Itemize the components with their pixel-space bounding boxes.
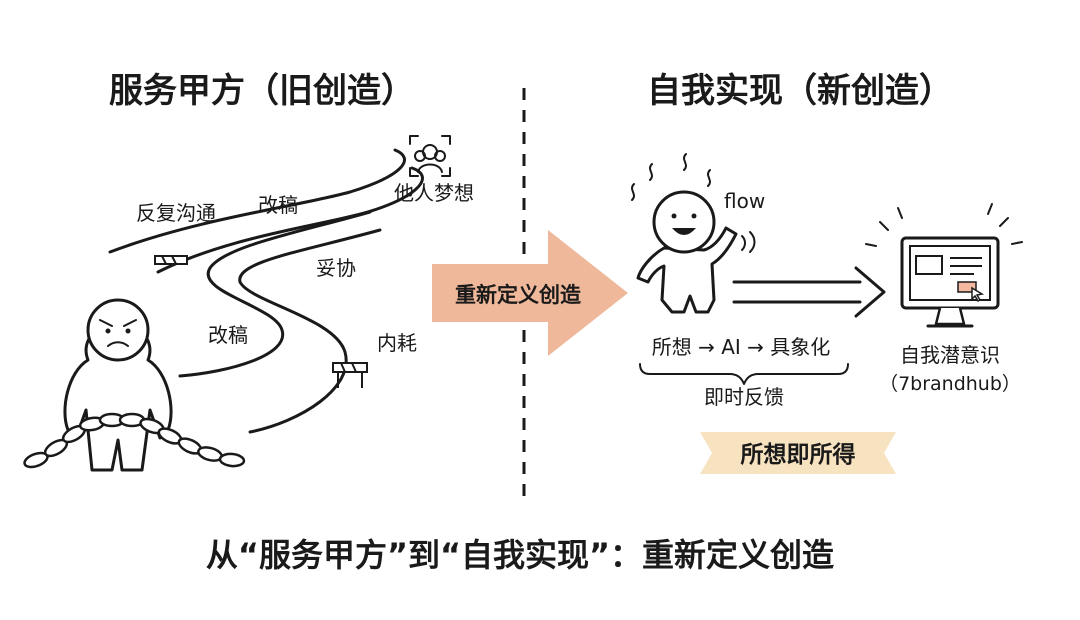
road-edge-1: [108, 148, 406, 254]
winding-road: [108, 148, 424, 434]
label-compromise: 妥协: [316, 256, 356, 280]
road-edge-3: [178, 210, 372, 378]
process-text: 所想 → AI → 具象化: [652, 335, 831, 359]
feedback-brace: [639, 363, 849, 385]
monitor-glow-lines: [865, 203, 1023, 247]
left-title: 服务甲方（旧创造）: [109, 71, 415, 111]
label-repeat-communication: 反复沟通: [136, 201, 216, 225]
angry-head: [86, 298, 150, 362]
target-sub: （7brandhub）: [879, 373, 1021, 395]
barrier-2: [332, 362, 368, 388]
banner-text: 所想即所得: [741, 441, 856, 468]
arrow-label: 重新定义创造: [455, 283, 582, 307]
to-monitor-arrow: [732, 266, 886, 318]
wish-banner: 所想即所得: [700, 432, 896, 474]
label-revision-1: 改稿: [258, 193, 298, 217]
label-revision-2: 改稿: [208, 323, 248, 347]
redefine-arrow: 重新定义创造: [432, 230, 628, 356]
monitor-icon: [865, 203, 1023, 328]
label-others-dream: 他人梦想: [394, 181, 474, 205]
arrow-shape: [432, 230, 628, 356]
motion-lines: [631, 153, 711, 201]
chain-icon: [23, 412, 246, 469]
target-title: 自我潜意识: [900, 343, 1000, 367]
flow-label: flow: [724, 189, 765, 213]
sound-lines: [741, 231, 756, 253]
label-internal-friction: 内耗: [377, 331, 417, 355]
banner-shape: [700, 432, 896, 474]
right-title: 自我实现（新创造）: [647, 71, 953, 111]
happy-head: [652, 190, 716, 254]
happy-figure: [631, 153, 756, 314]
road-edge-4: [238, 228, 382, 434]
cursor-icon: [971, 286, 985, 302]
feedback-text: 即时反馈: [704, 385, 784, 409]
bottom-caption: 从“服务甲方”到“自我实现”：重新定义创造: [206, 536, 834, 574]
angry-figure: [63, 298, 173, 472]
barrier-1: [154, 255, 188, 265]
people-icon: [409, 135, 451, 177]
